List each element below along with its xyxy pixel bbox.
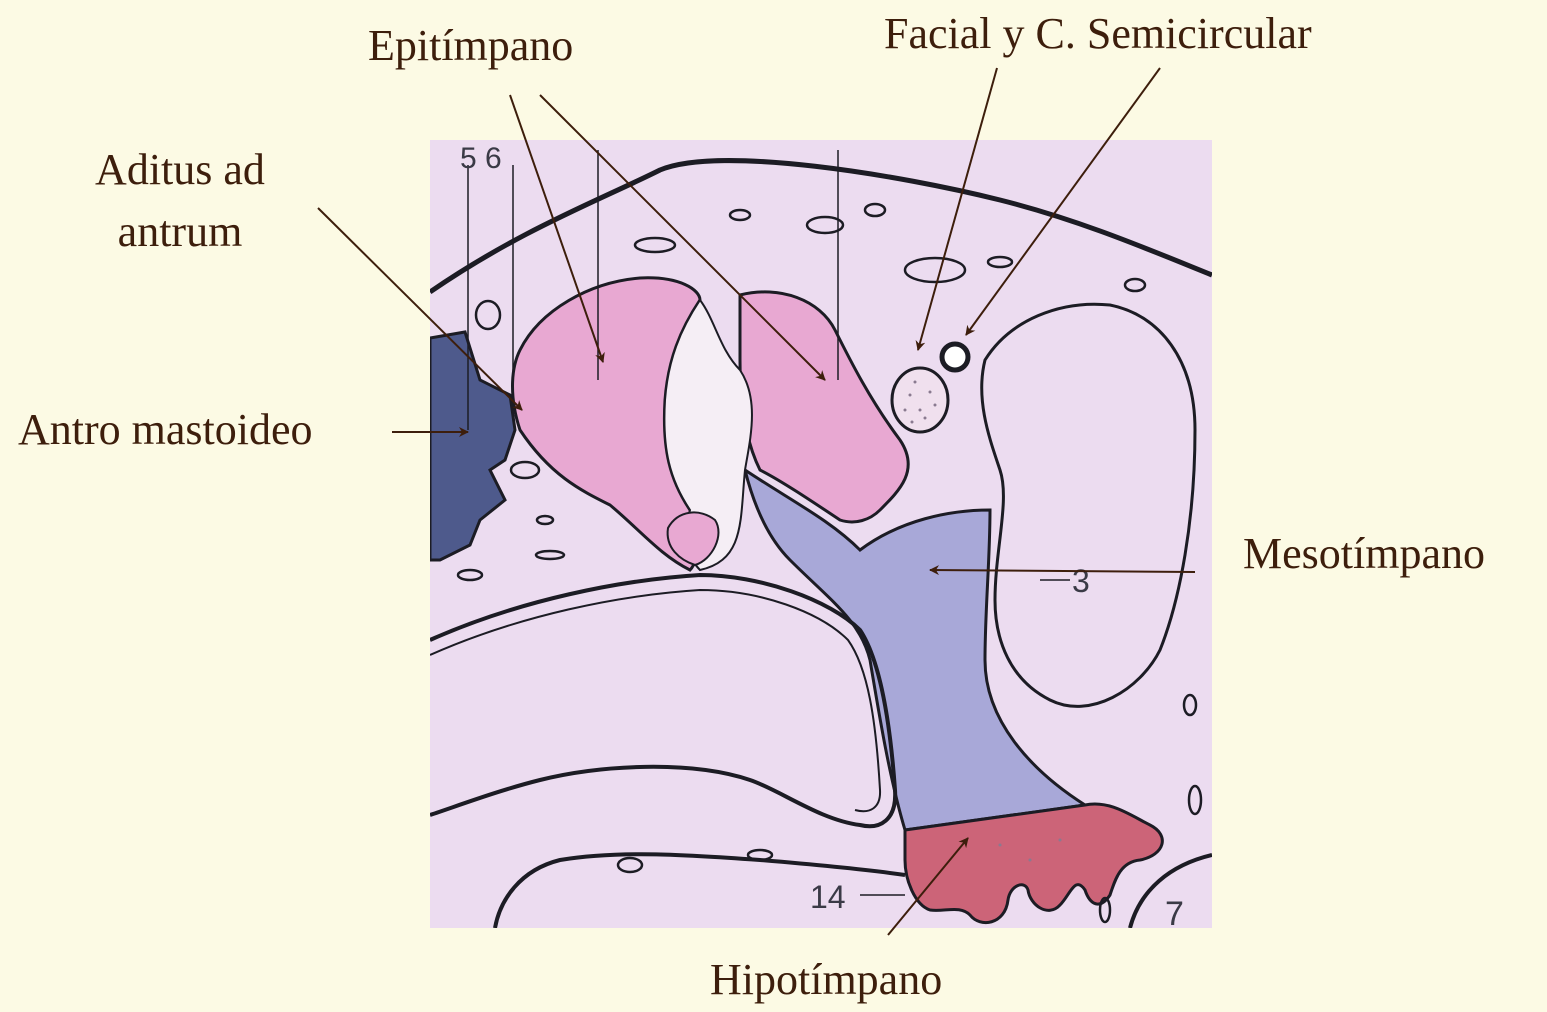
figure-number-bottom: 14 <box>810 879 846 915</box>
label-epitimpano: Epitímpano <box>368 14 573 78</box>
label-facial-semicircular: Facial y C. Semicircular <box>884 2 1312 66</box>
label-mesotimpano: Mesotímpano <box>1243 522 1485 586</box>
figure-number-top-left: 5 6 <box>460 142 502 175</box>
figure-number-right: 3 <box>1072 563 1090 599</box>
figure-number-corner: 7 <box>1165 895 1184 933</box>
label-antro-mastoideo: Antro mastoideo <box>18 398 313 462</box>
middle-ear-illustration: 5 6 3 14 7 <box>430 140 1212 933</box>
label-hipotimpano: Hipotímpano <box>710 948 942 1012</box>
label-aditus-line2: antrum <box>60 200 300 264</box>
label-aditus-line1: Aditus ad <box>60 138 300 202</box>
facial-nerve <box>892 368 948 432</box>
semicircular-canal <box>942 344 968 370</box>
